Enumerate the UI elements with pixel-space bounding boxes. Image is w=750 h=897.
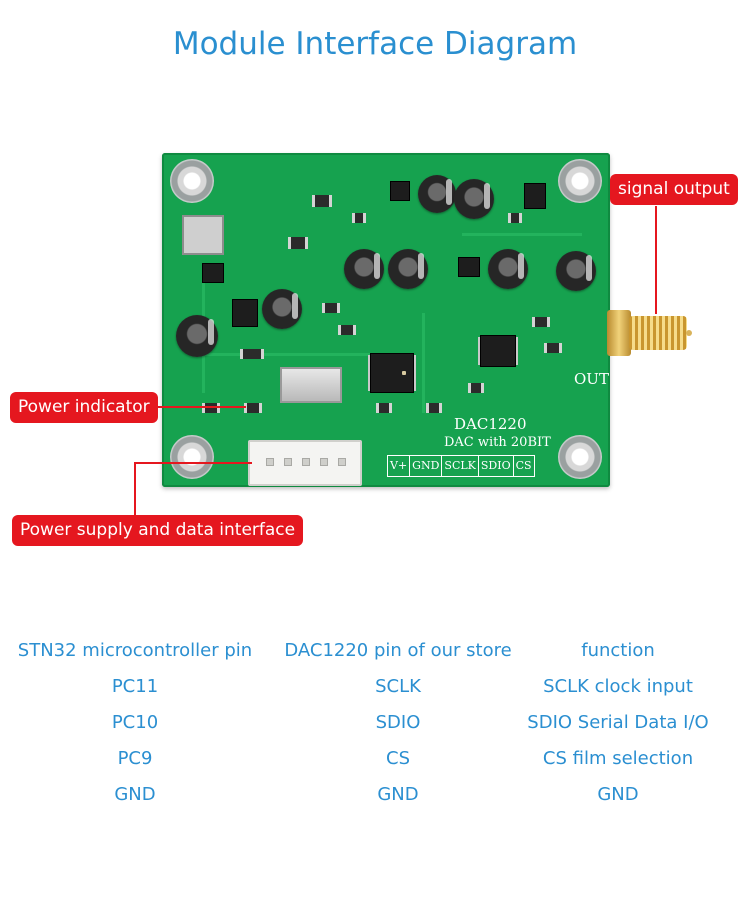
table-cell: PC10 bbox=[111, 712, 159, 733]
mounting-hole bbox=[558, 159, 602, 203]
sma-connector-thread bbox=[629, 316, 687, 350]
table-cell: SCLK clock input bbox=[543, 676, 693, 697]
capacitor bbox=[418, 175, 456, 213]
table-row: PC11 SCLK SCLK clock input bbox=[0, 676, 750, 706]
table-header: STN32 microcontroller pin bbox=[17, 640, 253, 661]
sma-center-pin bbox=[686, 330, 692, 336]
pin-label-gnd: GND bbox=[410, 456, 443, 476]
table-header: function bbox=[581, 640, 655, 661]
power-indicator-callout: Power indicator bbox=[10, 392, 158, 423]
board-model-label: DAC1220 bbox=[454, 415, 527, 433]
power-supply-callout: Power supply and data interface bbox=[12, 515, 304, 546]
sma-connector-body bbox=[607, 310, 631, 356]
dac1220-chip bbox=[370, 353, 414, 393]
mounting-hole bbox=[170, 159, 214, 203]
pin-label-sdio: SDIO bbox=[479, 456, 514, 476]
capacitor bbox=[388, 249, 428, 289]
inductor-l1 bbox=[182, 215, 224, 255]
signal-output-leader bbox=[655, 206, 657, 314]
mounting-hole bbox=[558, 435, 602, 479]
ic1-chip bbox=[524, 183, 546, 209]
table-row: PC10 SDIO SDIO Serial Data I/O bbox=[0, 712, 750, 742]
table-cell: SCLK bbox=[375, 676, 421, 697]
capacitor bbox=[488, 249, 528, 289]
table-cell: CS film selection bbox=[542, 748, 694, 769]
table-header: DAC1220 pin of our store bbox=[284, 640, 512, 661]
pin-label-cs: CS bbox=[515, 459, 532, 472]
board-subtitle-label: DAC with 20BIT bbox=[444, 435, 551, 450]
table-cell: SDIO Serial Data I/O bbox=[527, 712, 709, 733]
pin-label-sclk: SCLK bbox=[442, 456, 479, 476]
mounting-hole bbox=[170, 435, 214, 479]
q1-transistor bbox=[390, 181, 410, 201]
power-supply-leader-v bbox=[134, 462, 136, 516]
power-indicator-leader bbox=[156, 406, 246, 408]
capacitor bbox=[262, 289, 302, 329]
crystal-oscillator bbox=[280, 367, 342, 403]
table-cell: PC11 bbox=[111, 676, 159, 697]
capacitor bbox=[344, 249, 384, 289]
table-header-row: STN32 microcontroller pin DAC1220 pin of… bbox=[0, 640, 750, 670]
capacitor-c10 bbox=[176, 315, 218, 357]
capacitor bbox=[556, 251, 596, 291]
table-cell: PC9 bbox=[117, 748, 153, 769]
table-row: PC9 CS CS film selection bbox=[0, 748, 750, 778]
ic3-chip bbox=[232, 299, 258, 327]
table-cell: GND bbox=[377, 784, 419, 805]
regulator-chip bbox=[202, 263, 224, 283]
table-cell: GND bbox=[114, 784, 156, 805]
power-supply-leader-h bbox=[134, 462, 252, 464]
pin-label-strip: V+ GND SCLK SDIO CS bbox=[387, 455, 535, 477]
capacitor bbox=[454, 179, 494, 219]
out-label: OUT bbox=[574, 370, 609, 388]
table-row: GND GND GND bbox=[0, 784, 750, 814]
opamp-chip bbox=[480, 335, 516, 367]
signal-output-callout: signal output bbox=[610, 174, 738, 205]
ic2-chip bbox=[458, 257, 480, 277]
header-connector bbox=[248, 440, 362, 486]
pin-label-vplus: V+ bbox=[388, 456, 411, 476]
table-cell: GND bbox=[597, 784, 639, 805]
table-cell: CS bbox=[386, 748, 410, 769]
dac1220-board: DAC1220 DAC with 20BIT OUT bbox=[162, 153, 610, 487]
table-cell: SDIO bbox=[375, 712, 421, 733]
page-title: Module Interface Diagram bbox=[172, 26, 578, 62]
